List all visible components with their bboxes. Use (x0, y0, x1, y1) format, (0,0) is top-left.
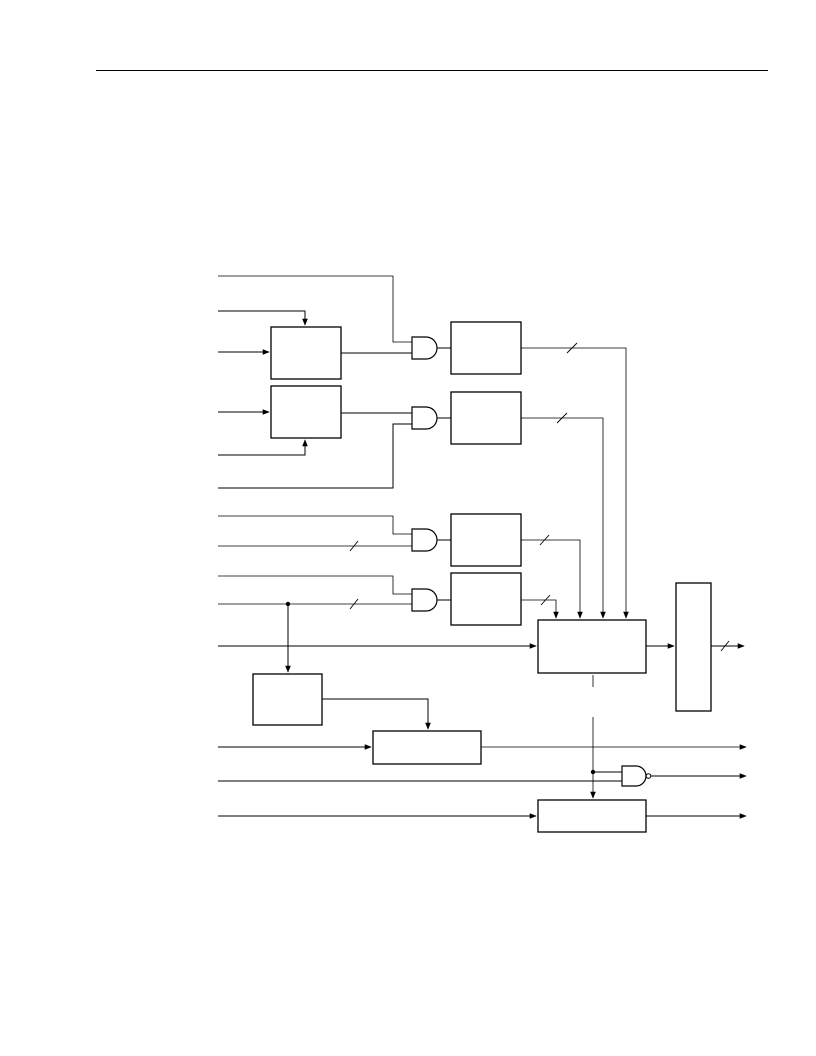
header-rule (96, 70, 768, 71)
and-gate-3 (411, 528, 438, 552)
and-gate-4 (411, 588, 438, 612)
bus-slash-1 (566, 342, 578, 354)
bus-slash-5 (539, 534, 550, 546)
bus-slash-4 (349, 598, 359, 610)
block-i (537, 799, 647, 833)
nand-bubble (645, 773, 652, 779)
wire-in-1 (218, 275, 412, 343)
block-g (252, 673, 323, 726)
wire-in-2 (218, 310, 308, 326)
wire-in-6 (218, 423, 412, 489)
bus-slash-6 (540, 594, 551, 606)
bus-slash-2 (556, 412, 568, 424)
block-h (372, 730, 482, 765)
and-gate-1 (411, 336, 438, 360)
block-output-register (675, 582, 712, 712)
and-gate-2 (411, 406, 438, 430)
wire-g-to-h (322, 698, 431, 730)
bus-d-to-combiner (521, 417, 606, 619)
bus-slash-7 (720, 640, 730, 652)
nand-gate (621, 765, 647, 787)
bus-c-to-combiner (521, 347, 629, 619)
bus-slash-3 (349, 540, 359, 552)
bus-f-to-combiner (521, 599, 559, 619)
block-e (450, 513, 522, 567)
wire-in-9 (218, 575, 412, 595)
bus-e-to-combiner (521, 539, 583, 619)
wire-in-5 (218, 439, 308, 456)
wire-in-7 (218, 515, 412, 535)
block-b (270, 385, 342, 439)
block-f (450, 572, 522, 626)
block-combiner (537, 619, 647, 674)
block-c (450, 321, 522, 375)
block-d (450, 391, 522, 445)
block-a (270, 326, 342, 380)
